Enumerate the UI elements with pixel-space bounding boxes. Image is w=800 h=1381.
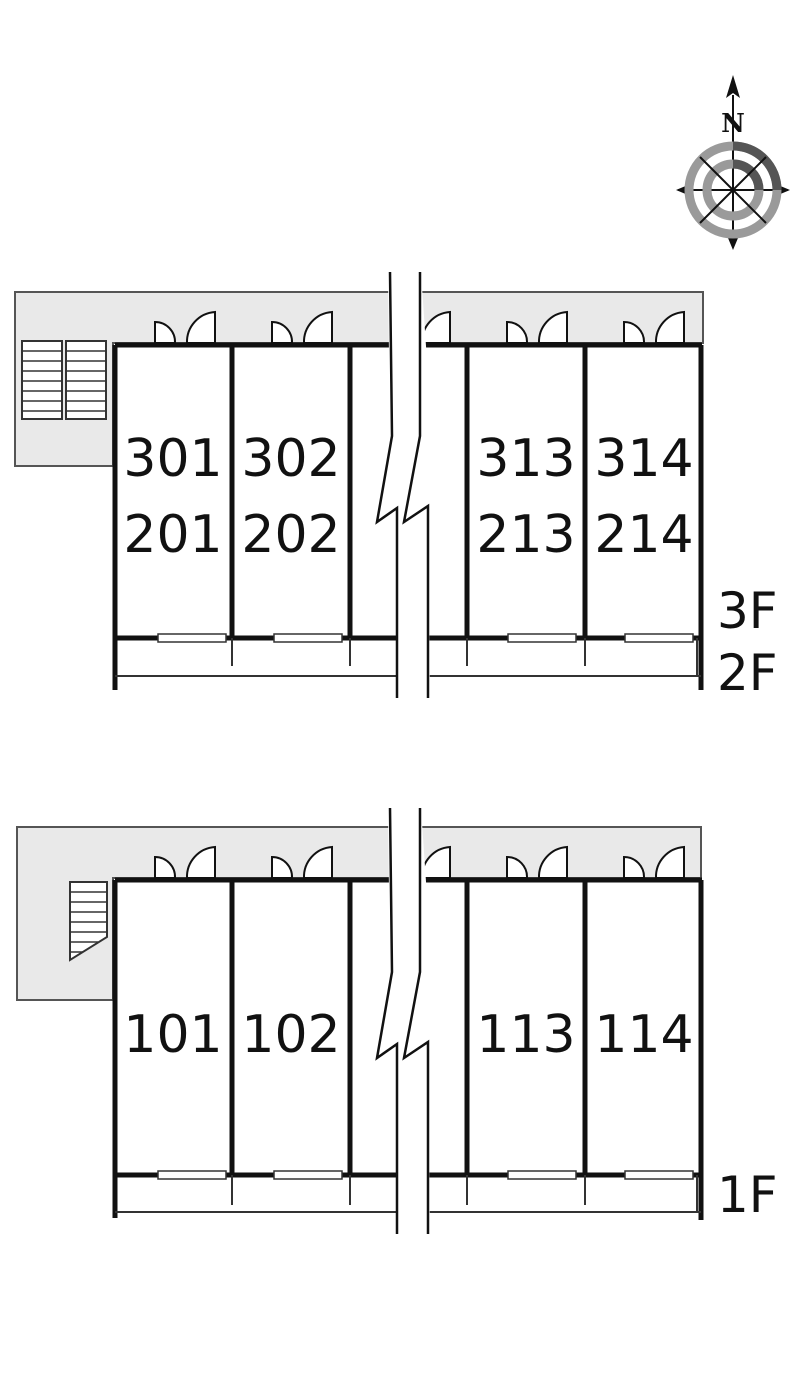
unit-label: 213 <box>476 505 575 565</box>
unit-label: 214 <box>594 505 693 565</box>
unit-label: 302 <box>241 429 340 489</box>
corridor <box>16 826 702 1001</box>
floor-label: 2F <box>717 644 778 702</box>
unit-label: 202 <box>241 505 340 565</box>
ground-floor-block: 101 102 113 114 1F <box>16 807 778 1234</box>
unit-label: 313 <box>476 429 575 489</box>
floor-label: 3F <box>717 582 778 640</box>
unit-label: 101 <box>123 1005 222 1065</box>
double-staircase-icon <box>21 340 107 420</box>
compass-rose-icon: N <box>676 75 790 250</box>
unit-label: 113 <box>476 1005 575 1065</box>
unit-label: 301 <box>123 429 222 489</box>
staircase-icon <box>69 881 108 962</box>
unit-label: 201 <box>123 505 222 565</box>
floor-label: 1F <box>717 1166 778 1224</box>
unit-label: 314 <box>594 429 693 489</box>
unit-label: 114 <box>594 1005 693 1065</box>
upper-floor-block: 301 302 313 314 201 202 213 214 3F 2F <box>14 271 778 702</box>
unit-label: 102 <box>241 1005 340 1065</box>
